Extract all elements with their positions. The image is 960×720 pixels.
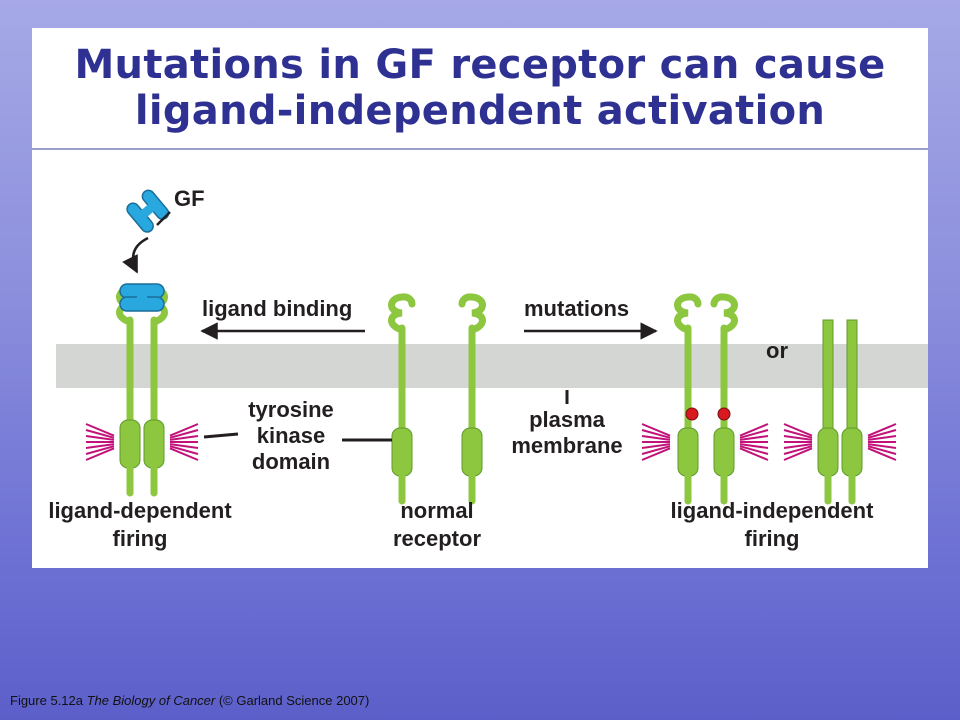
or-label: or [766, 338, 788, 363]
center-caption: normal receptor [393, 498, 481, 551]
mutation-dot [685, 407, 699, 421]
receptor-normal-a [388, 293, 416, 505]
tk-pointer-left [203, 432, 239, 439]
gf-label-line [156, 211, 171, 226]
left-caption-line-2: firing [113, 526, 168, 551]
signal-burst [169, 423, 199, 461]
caption-prefix: Figure 5.12a [10, 693, 87, 708]
left-caption-line-1: ligand-dependent [48, 498, 232, 523]
signal-burst [739, 423, 769, 461]
ligand-binding-label: ligand binding [202, 296, 352, 321]
membrane-line-1: plasma [529, 407, 606, 432]
title-line-2: ligand-independent activation [134, 88, 826, 134]
signal-burst [867, 423, 897, 461]
right-caption: ligand-independent firing [671, 498, 875, 551]
receptors-layer [116, 285, 863, 505]
signal-burst [85, 423, 115, 461]
gf-ligand-bound [119, 283, 165, 312]
right-caption-line-1: ligand-independent [671, 498, 875, 523]
plasma-membrane-label: plasma membrane [511, 407, 622, 458]
mutation-dot [717, 407, 731, 421]
tk-line-2: kinase [257, 423, 326, 448]
receptor-left-a [116, 285, 144, 497]
signal-burst [783, 423, 813, 461]
center-caption-line-1: normal [400, 498, 473, 523]
title-line-1: Mutations in GF receptor can cause [74, 42, 886, 88]
membrane-line-2: membrane [511, 433, 622, 458]
receptor-normal-b [458, 293, 486, 505]
receptor-left-b [140, 285, 168, 497]
gf-label: GF [174, 186, 205, 211]
receptor-truncated [817, 319, 863, 505]
center-caption-line-2: receptor [393, 526, 481, 551]
signal-bursts-layer [85, 423, 897, 461]
tk-line-1: tyrosine [248, 397, 334, 422]
signal-burst [641, 423, 671, 461]
slide-title: Mutations in GF receptor can cause ligan… [32, 28, 928, 150]
mutations-label: mutations [524, 296, 629, 321]
figure-caption: Figure 5.12a The Biology of Cancer (© Ga… [10, 693, 369, 708]
right-caption-line-2: firing [745, 526, 800, 551]
gf-binding-arrow [122, 236, 149, 274]
receptor-mutant-a [674, 293, 702, 505]
plasma-membrane-band [56, 344, 928, 388]
slide-panel: Mutations in GF receptor can cause ligan… [32, 28, 928, 568]
caption-suffix: (© Garland Science 2007) [215, 693, 370, 708]
left-caption: ligand-dependent firing [48, 498, 232, 551]
tk-line-3: domain [252, 449, 330, 474]
gf-ligand-free [126, 189, 170, 233]
receptor-diagram: GF ligand binding mutations or tyrosine … [48, 186, 928, 551]
tyrosine-kinase-label: tyrosine kinase domain [248, 397, 334, 474]
receptor-mutant-b [710, 293, 738, 505]
caption-book: The Biology of Cancer [86, 693, 216, 708]
